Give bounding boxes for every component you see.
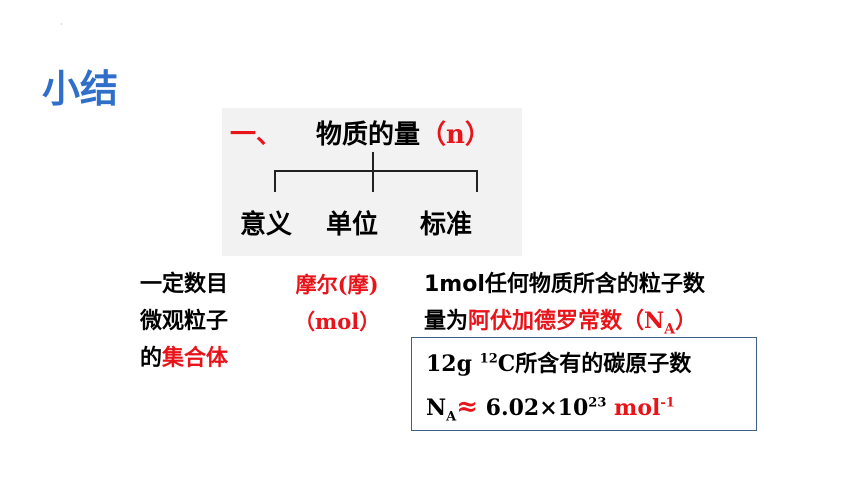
standard-text: 1mol任何物质所含的粒子数 量为阿伏加德罗常数（NA） — [424, 266, 705, 348]
tree-stem — [372, 152, 374, 192]
box-line2: NA≈ 6.02×1023 mol-1 — [426, 392, 675, 425]
box-line1: 12g 12C所含有的碳原子数 — [426, 351, 692, 377]
unit-line1: 摩尔(摩) — [295, 272, 379, 297]
na-symbol: （NA — [622, 308, 676, 338]
tree-leaf-meaning: 意义 — [240, 210, 293, 240]
unit-mol: mol-1 — [606, 395, 675, 421]
tree-head-prefix: 一、 — [230, 120, 283, 150]
slide-title: 小结 — [42, 67, 119, 111]
standard-line1: 1mol任何物质所含的粒子数 — [424, 272, 705, 297]
tree-bar — [274, 170, 478, 172]
meaning-line3: 的集合体 — [140, 346, 229, 371]
concept-tree: 一、 物质的量（n） 意义 单位 标准 — [222, 108, 522, 256]
meaning-text: 一定数目 微观粒子 的集合体 — [140, 266, 228, 377]
tree-head: 一、 物质的量（n） — [230, 114, 491, 151]
approx-symbol: ≈ — [456, 392, 478, 422]
standard-line2: 量为阿伏加德罗常数（NA） — [424, 308, 698, 338]
meaning-highlight: 集合体 — [162, 346, 229, 371]
tree-branch-left — [274, 170, 276, 192]
tree-leaf-standard: 标准 — [420, 210, 473, 240]
avogadro-box: 12g 12C所含有的碳原子数 NA≈ 6.02×1023 mol-1 — [411, 337, 757, 431]
corner-dot: · — [60, 20, 63, 29]
tree-head-text: 物质的量 — [316, 120, 421, 150]
unit-line2: （mol） — [294, 309, 381, 334]
unit-text: 摩尔(摩) （mol） — [294, 266, 380, 340]
tree-head-paren: （n） — [420, 120, 491, 150]
meaning-line1: 一定数目 — [140, 272, 229, 297]
meaning-line2: 微观粒子 — [140, 309, 229, 334]
tree-branch-right — [476, 170, 478, 192]
standard-highlight: 阿伏加德罗常数 — [468, 309, 623, 334]
tree-leaf-unit: 单位 — [326, 210, 379, 240]
